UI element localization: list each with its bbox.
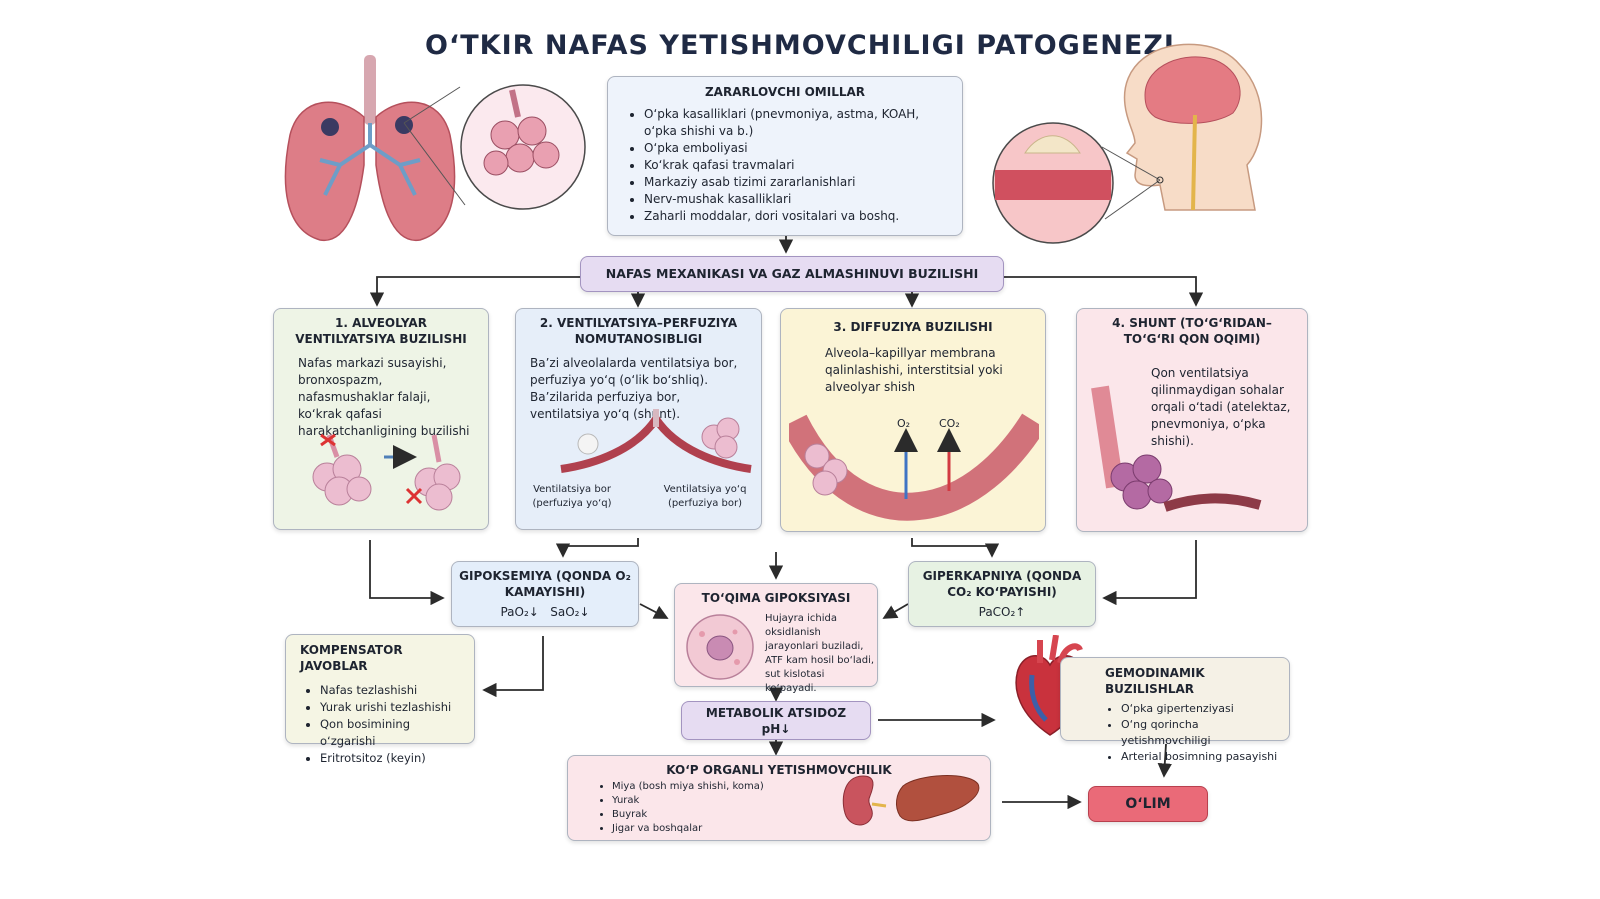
mechanism-alveolar-ventilation: 1. ALVEOLYAR VENTILYATSIYA BUZILISHI Naf…	[273, 308, 489, 530]
multiorgan-heading: KO‘P ORGANLI YETISHMOVCHILIK	[666, 763, 892, 777]
arrow-hypoxemia-tissue	[639, 603, 669, 619]
acidosis-value: pH↓	[761, 722, 791, 736]
kidney-liver-icon	[842, 775, 980, 826]
mechanism-4-heading: 4. SHUNT (TO‘G‘RIDAN–TO‘G‘RI QON OQIMI)	[1112, 316, 1272, 346]
vq-label-right: Ventilatsiya yo‘q (perfuziya bor)	[663, 484, 747, 509]
mechanism-vq-mismatch: 2. VENTILYATSIYA–PERFUZIYA NOMUTANOSIBLI…	[515, 308, 762, 530]
compensatory-heading: KOMPENSATOR JAVOBLAR	[300, 643, 403, 673]
multiorgan-item: Yurak	[612, 794, 990, 808]
mechanism-1-text: Nafas markazi susayishi, bronxospazm, na…	[298, 356, 470, 438]
compensatory-item: Qon bosimining o‘zgarishi	[320, 716, 464, 750]
damaging-factors-list: O‘pka kasalliklari (pnevmoniya, astma, K…	[644, 106, 946, 225]
hemodynamic-item: O‘ng qorincha yetishmovchiligi	[1121, 717, 1283, 749]
hemodynamic-list: O‘pka gipertenziyasi O‘ng qorincha yetis…	[1121, 701, 1283, 765]
lungs-illustration	[284, 55, 586, 241]
arrow-to-mech4	[1004, 276, 1204, 307]
arrow-hypoxemia-compensatory	[482, 636, 544, 698]
multiorgan-item: Buyrak	[612, 808, 990, 822]
brain-illustration	[992, 43, 1263, 244]
mechanism-3-heading: 3. DIFFUZIYA BUZILISHI	[833, 320, 993, 334]
factor-item: Zaharli moddalar, dori vositalari va bos…	[644, 208, 946, 225]
factor-item: Markaziy asab tizimi zararlanishlari	[644, 174, 946, 191]
hypercapnia-box: GIPERKAPNIYA (QONDA CO₂ KO‘PAYISHI) PaCO…	[908, 561, 1096, 627]
hypercapnia-heading: GIPERKAPNIYA (QONDA CO₂ KO‘PAYISHI)	[922, 569, 1082, 599]
mechanism-4-text: Qon ventilatsiya qilinmaydigan sohalar o…	[1151, 366, 1291, 448]
cell-icon	[686, 614, 754, 680]
factor-item: O‘pka emboliyasi	[644, 140, 946, 157]
mechanism-2-text: Ba’zi alveolalarda ventilatsiya bor, per…	[530, 356, 738, 421]
mechanism-1-heading: 1. ALVEOLYAR VENTILYATSIYA BUZILISHI	[295, 316, 467, 346]
acidosis-heading: METABOLIK ATSIDOZ	[705, 706, 847, 720]
compensatory-item: Yurak urishi tezlashishi	[320, 699, 464, 716]
vq-label-left: Ventilatsiya bor (perfuziya yo‘q)	[532, 484, 612, 509]
compensatory-box: KOMPENSATOR JAVOBLAR Nafas tezlashishi Y…	[285, 634, 475, 765]
damaging-factors-box: ZARARLOVCHI OMILLAR O‘pka kasalliklari (…	[607, 76, 963, 236]
hemodynamic-item: Arterial bosimning pasayishi	[1121, 749, 1283, 765]
arrow-mech4-hypercapnia	[1102, 540, 1197, 606]
multiorgan-item: Miya (bosh miya shishi, koma)	[612, 780, 990, 794]
mechanism-diffusion: 3. DIFFUZIYA BUZILISHI Alveola–kapillyar…	[780, 308, 1046, 532]
factor-item: Ko‘krak qafasi travmalari	[644, 157, 946, 174]
factor-item: O‘pka kasalliklari (pnevmoniya, astma, K…	[644, 106, 946, 140]
arrow-hemodynamic-death	[1157, 743, 1172, 778]
o2-label: O₂	[897, 417, 911, 430]
mechanics-label: NAFAS MEXANIKASI VA GAZ ALMASHINUVI BUZI…	[605, 266, 979, 281]
arrow-mech1-hypoxemia	[369, 540, 445, 606]
metabolic-acidosis-box: METABOLIK ATSIDOZ pH↓	[681, 701, 871, 740]
compensatory-list: Nafas tezlashishi Yurak urishi tezlashis…	[320, 682, 464, 767]
mechanism-3-text: Alveola–kapillyar membrana qalinlashishi…	[825, 346, 1003, 394]
co2-label: CO₂	[939, 417, 960, 430]
vq-vessel-icon	[560, 409, 752, 473]
tissue-hypoxia-box: TO‘QIMA GIPOKSIYASI Hujayra ichida oksid…	[674, 583, 878, 694]
diffusion-membrane-icon	[789, 413, 1039, 521]
death-box: O‘LIM	[1088, 786, 1208, 822]
hemodynamic-box: GEMODINAMIK BUZILISHLAR O‘pka gipertenzi…	[1060, 657, 1290, 763]
compensatory-item: Eritrotsitoz (keyin)	[320, 750, 464, 767]
mechanics-box: NAFAS MEXANIKASI VA GAZ ALMASHINUVI BUZI…	[580, 256, 1004, 292]
hypercapnia-values: PaCO₂↑	[978, 605, 1026, 619]
mechanism-shunt: 4. SHUNT (TO‘G‘RIDAN–TO‘G‘RI QON OQIMI) …	[1076, 308, 1308, 532]
damaging-factors-heading: ZARARLOVCHI OMILLAR	[704, 85, 866, 99]
hemodynamic-item: O‘pka gipertenziyasi	[1121, 701, 1283, 717]
factor-item: Nerv-mushak kasalliklari	[644, 191, 946, 208]
hypoxemia-values: PaO₂↓ SaO₂↓	[500, 605, 590, 619]
alveoli-ventilation-icon	[312, 433, 461, 511]
death-label: O‘LIM	[1125, 796, 1171, 812]
multiorgan-list: Miya (bosh miya shishi, koma) Yurak Buyr…	[612, 780, 990, 836]
arrow-mech3-hypercapnia	[911, 538, 1000, 558]
tissue-hypoxia-heading: TO‘QIMA GIPOKSIYASI	[701, 591, 851, 605]
compensatory-item: Nafas tezlashishi	[320, 682, 464, 699]
tissue-hypoxia-text: Hujayra ichida oksidlanish jarayonlari b…	[765, 613, 875, 694]
multiorgan-item: Jigar va boshqalar	[612, 822, 990, 836]
arrow-hypercapnia-tissue	[882, 603, 909, 619]
diagram-title: O‘TKIR NAFAS YETISHMOVCHILIGI PATOGENEZI	[425, 30, 1175, 61]
hemodynamic-heading: GEMODINAMIK BUZILISHLAR	[1105, 666, 1205, 696]
mechanism-2-heading: 2. VENTILYATSIYA–PERFUZIYA NOMUTANOSIBLI…	[539, 316, 738, 346]
hypoxemia-box: GIPOKSEMIYA (QONDA O₂ KAMAYISHI) PaO₂↓ S…	[451, 561, 639, 627]
multiorgan-failure-box: KO‘P ORGANLI YETISHMOVCHILIK Miya (bosh …	[567, 755, 991, 841]
arrow-to-mech1	[369, 276, 580, 307]
shunt-bronchus-icon	[1091, 385, 1262, 512]
hypoxemia-heading: GIPOKSEMIYA (QONDA O₂ KAMAYISHI)	[459, 569, 631, 599]
arrow-mech2-hypoxemia	[555, 538, 639, 558]
